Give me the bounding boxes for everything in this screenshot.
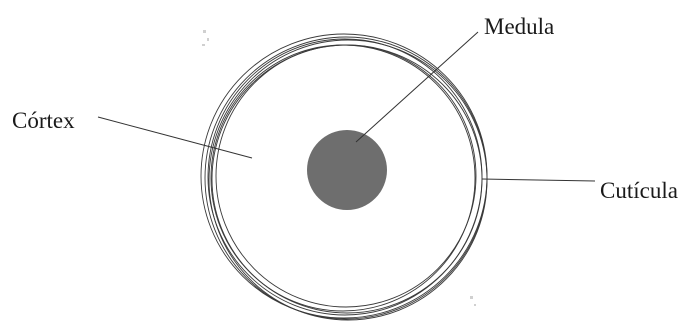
medula-label: Medula xyxy=(484,14,554,39)
cuticula-leader-line xyxy=(482,179,595,181)
cuticula-label: Cutícula xyxy=(600,178,678,203)
cortex-leader-line xyxy=(98,117,252,158)
cortex-label: Córtex xyxy=(12,108,75,133)
medulla-core xyxy=(307,130,387,210)
